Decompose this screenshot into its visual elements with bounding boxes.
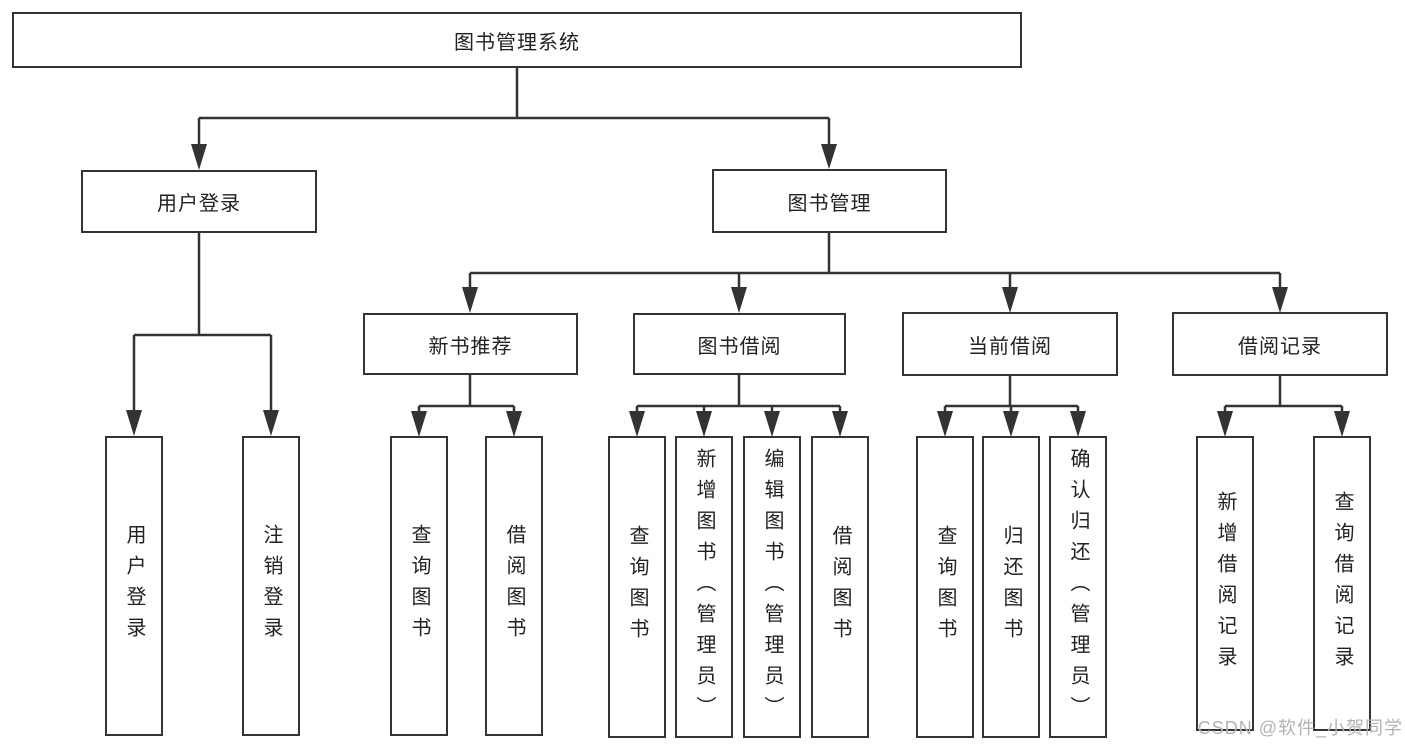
- leaf-label: 查询图书: [626, 525, 648, 649]
- node-user-login: 用户登录: [81, 170, 317, 233]
- leaf-label: 注销登录: [260, 524, 282, 648]
- leaf-confirm-return-admin: 确认归还（管理员）: [1049, 436, 1107, 738]
- leaf-label: 新增借阅记录: [1214, 490, 1236, 677]
- node-book-management: 图书管理: [712, 169, 947, 233]
- leaf-query-books-current: 查询图书: [916, 436, 974, 738]
- leaf-label: 查询借阅记录: [1331, 490, 1353, 677]
- node-label: 新书推荐: [428, 335, 513, 358]
- leaf-query-borrow-record: 查询借阅记录: [1313, 436, 1371, 731]
- node-new-book-recommend: 新书推荐: [363, 313, 578, 375]
- node-book-borrow: 图书借阅: [633, 313, 846, 375]
- leaf-borrow-books-recommend: 借阅图书: [485, 436, 543, 736]
- leaf-user-login: 用户登录: [105, 436, 163, 736]
- node-label: 用户登录: [157, 193, 241, 215]
- leaf-query-books-borrow: 查询图书: [608, 436, 666, 738]
- leaf-label: 借阅图书: [829, 525, 851, 649]
- leaf-label: 查询图书: [934, 525, 956, 649]
- leaf-label: 借阅图书: [503, 524, 525, 648]
- node-library-management-system: 图书管理系统: [12, 12, 1022, 68]
- node-label: 图书管理系统: [454, 31, 580, 54]
- node-label: 图书管理: [787, 192, 872, 215]
- leaf-label: 归还图书: [1000, 525, 1022, 649]
- leaf-label: 编辑图书（管理员）: [761, 447, 783, 727]
- node-label: 借阅记录: [1238, 335, 1322, 358]
- node-borrow-records: 借阅记录: [1172, 312, 1388, 376]
- leaf-label: 查询图书: [408, 524, 430, 648]
- leaf-edit-books-admin: 编辑图书（管理员）: [743, 436, 801, 738]
- leaf-label: 用户登录: [123, 524, 145, 648]
- leaf-return-books: 归还图书: [982, 436, 1040, 738]
- leaf-query-books-recommend: 查询图书: [390, 436, 448, 736]
- leaf-borrow-books: 借阅图书: [811, 436, 869, 738]
- node-label: 当前借阅: [968, 335, 1052, 358]
- leaf-label: 确认归还（管理员）: [1067, 447, 1089, 727]
- leaf-logout: 注销登录: [242, 436, 300, 736]
- arrowheads: [126, 144, 1350, 437]
- leaf-add-books-admin: 新增图书（管理员）: [675, 436, 733, 738]
- node-label: 图书借阅: [697, 335, 782, 358]
- leaf-add-borrow-record: 新增借阅记录: [1196, 436, 1254, 731]
- node-current-borrow: 当前借阅: [902, 312, 1118, 376]
- csdn-watermark: CSDN @软件_小贺同学: [1197, 718, 1403, 738]
- leaf-label: 新增图书（管理员）: [693, 447, 715, 727]
